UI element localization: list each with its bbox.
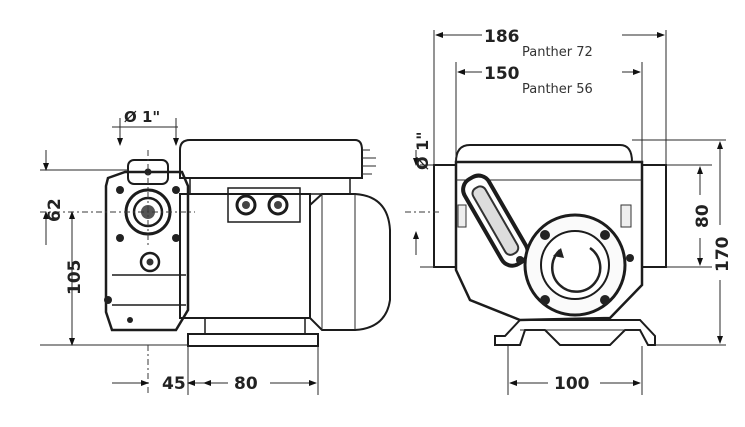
model-label-panther72: Panther 72 (522, 45, 593, 60)
front-view-dimensions (405, 30, 726, 395)
left-flange (433, 164, 457, 268)
front-feet (494, 319, 656, 346)
pump-head (104, 170, 190, 332)
dimension-label-80-right: 80 (693, 204, 713, 228)
pump-housing (454, 160, 644, 322)
model-label-panther56: Panther 56 (522, 82, 593, 97)
right-flange (641, 164, 667, 268)
rotation-arrow-icon (551, 246, 602, 293)
dimension-label-186: 186 (484, 27, 520, 47)
motor-rear-cap (309, 193, 391, 331)
dimension-label-62: 62 (45, 198, 65, 222)
dimension-label-45: 45 (162, 374, 186, 394)
diameter-label-right: Ø 1" (413, 131, 432, 170)
dimension-label-100: 100 (554, 374, 590, 394)
dimension-label-170: 170 (713, 236, 733, 272)
dimension-label-105: 105 (65, 260, 85, 296)
base-plate (187, 333, 319, 347)
dimension-label-150: 150 (484, 64, 520, 84)
dimension-label-80-bottom: 80 (234, 374, 258, 394)
terminal-box (179, 139, 363, 179)
front-view (433, 144, 667, 346)
side-view (104, 139, 391, 347)
front-terminal-box (454, 144, 634, 163)
diameter-label-left: Ø 1" (124, 108, 160, 126)
side-view-dimensions (40, 118, 319, 395)
